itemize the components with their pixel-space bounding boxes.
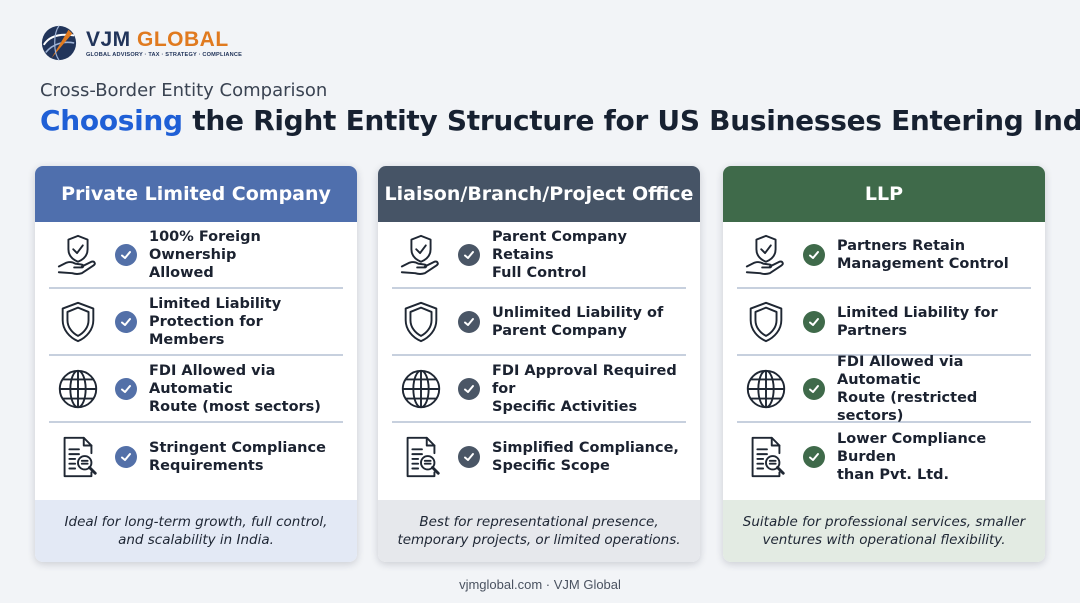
feature-row: Lower Compliance Burden than Pvt. Ltd. (737, 423, 1031, 490)
globe-icon (55, 366, 101, 412)
feature-row: Partners Retain Management Control (737, 222, 1031, 289)
card-title: LLP (723, 166, 1045, 222)
hand-shield-icon (55, 232, 101, 278)
check-icon (115, 445, 137, 468)
feature-text: FDI Allowed via Automatic Route (restric… (837, 353, 978, 424)
card-summary: Best for representational presence, temp… (378, 500, 700, 562)
document-search-icon (55, 434, 101, 480)
hand-shield-icon (398, 232, 444, 278)
check-icon (803, 445, 825, 468)
feature-text: Unlimited Liability of Parent Company (492, 304, 664, 339)
check-icon (458, 243, 480, 266)
check-icon (115, 377, 137, 400)
check-icon (803, 243, 825, 266)
brand-tagline: GLOBAL ADVISORY · TAX · STRATEGY · COMPL… (86, 51, 242, 58)
brand-name-part2: GLOBAL (130, 27, 229, 51)
feature-row: Limited Liability Protection for Members (49, 289, 343, 356)
page-title: Choosing the Right Entity Structure for … (40, 104, 1080, 137)
document-search-icon (743, 434, 789, 480)
feature-text: 100% Foreign Ownership Allowed (149, 228, 261, 281)
feature-row: FDI Allowed via Automatic Route (restric… (737, 353, 1031, 424)
check-icon (803, 377, 825, 400)
feature-text: Parent Company Retains Full Control (492, 228, 627, 281)
feature-row: Stringent Compliance Requirements (49, 423, 343, 490)
check-icon (803, 310, 825, 333)
check-icon (458, 310, 480, 333)
feature-text: Stringent Compliance Requirements (149, 439, 326, 474)
check-icon (458, 377, 480, 400)
document-search-icon (398, 434, 444, 480)
feature-text: Limited Liability for Partners (837, 304, 998, 339)
shield-icon (743, 299, 789, 345)
feature-text: FDI Allowed via Automatic Route (most se… (149, 362, 321, 415)
feature-row: FDI Allowed via Automatic Route (most se… (49, 356, 343, 423)
feature-row: Parent Company Retains Full Control (392, 222, 686, 289)
footer-credit: vjmglobal.com · VJM Global (459, 577, 621, 592)
shield-icon (398, 299, 444, 345)
brand-name-part1: VJM (86, 27, 131, 51)
globe-logo-icon (41, 25, 77, 61)
card-title: Liaison/Branch/Project Office (378, 166, 700, 222)
card-title: Private Limited Company (35, 166, 357, 222)
shield-icon (55, 299, 101, 345)
hand-shield-icon (743, 232, 789, 278)
feature-text: Partners Retain Management Control (837, 237, 1009, 272)
globe-icon (398, 366, 444, 412)
feature-text: Lower Compliance Burden than Pvt. Ltd. (837, 430, 987, 483)
globe-icon (743, 366, 789, 412)
title-rest: the Right Entity Structure for US Busine… (182, 104, 1080, 137)
feature-row: Limited Liability for Partners (737, 289, 1031, 356)
card-summary: Ideal for long-term growth, full control… (35, 500, 357, 562)
feature-row: FDI Approval Required for Specific Activ… (392, 356, 686, 423)
page-subtitle: Cross-Border Entity Comparison (40, 80, 328, 101)
brand-logo: VJM GLOBAL GLOBAL ADVISORY · TAX · STRAT… (40, 24, 242, 62)
feature-text: Simplified Compliance, Specific Scope (492, 439, 679, 474)
feature-text: FDI Approval Required for Specific Activ… (492, 362, 677, 415)
title-accent: Choosing (40, 104, 183, 137)
card-summary: Suitable for professional services, smal… (723, 500, 1045, 562)
check-icon (115, 310, 137, 333)
check-icon (458, 445, 480, 468)
check-icon (115, 243, 137, 266)
feature-row: Unlimited Liability of Parent Company (392, 289, 686, 356)
feature-text: Limited Liability Protection for Members (149, 295, 282, 348)
feature-row: Simplified Compliance, Specific Scope (392, 423, 686, 490)
feature-row: 100% Foreign Ownership Allowed (49, 222, 343, 289)
